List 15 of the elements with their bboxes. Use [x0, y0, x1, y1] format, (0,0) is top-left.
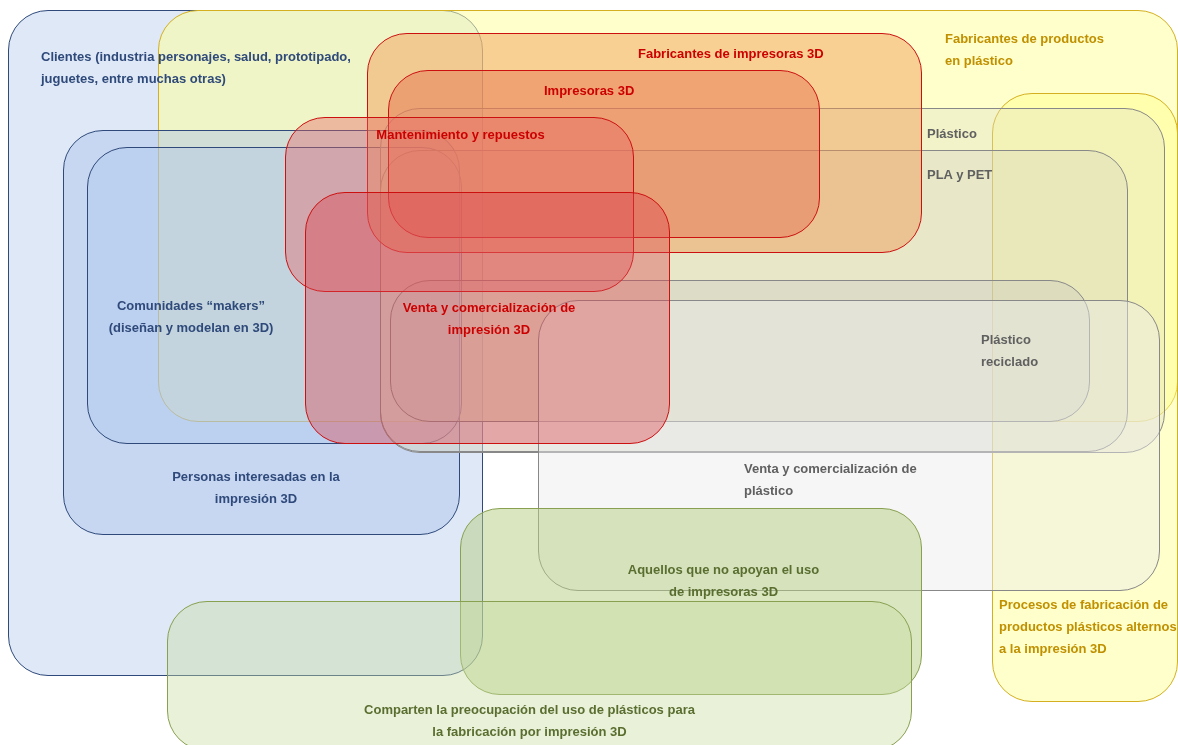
set-label: Impresoras 3D — [544, 82, 636, 100]
set-label: Fabricantes de productos en plástico — [945, 30, 1105, 70]
set-label: Personas interesadas en la impresión 3D — [171, 468, 341, 508]
rounded-set-box — [305, 192, 670, 444]
set-label: Comparten la preocupación del uso de plásticos para la fabricación por impresión 3D — [363, 701, 696, 741]
set-label: Venta y comercialización de impresión 3D — [401, 299, 577, 339]
set-label: Plástico — [927, 125, 978, 143]
set-label: Plástico reciclado — [981, 331, 1040, 371]
set-label: Fabricantes de impresoras 3D — [638, 45, 825, 63]
set-label: Aquellos que no apoyan el uso de impresoras 3D — [626, 561, 821, 601]
rounded-set-box — [167, 601, 912, 745]
set-label: Comunidades “makers” (diseñan y modelan en 3D) — [107, 297, 275, 337]
set-label: Venta y comercialización de plástico — [744, 460, 918, 500]
set-label: PLA y PET — [927, 166, 993, 184]
set-label: Procesos de fabricación de productos plásticos alternos a la impresión 3D — [999, 596, 1177, 658]
